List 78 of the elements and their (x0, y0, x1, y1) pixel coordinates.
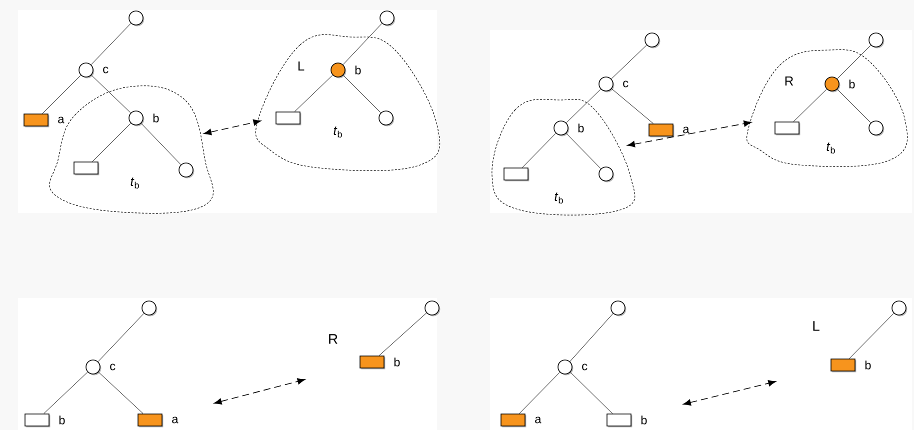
box-node (24, 114, 50, 128)
connector-line (44, 372, 88, 414)
connector-line (570, 313, 614, 362)
node-label: b (578, 124, 584, 132)
node-label: c (623, 80, 628, 88)
connector-line (611, 88, 654, 124)
node-label: b (355, 66, 361, 74)
connector-line (342, 23, 382, 65)
box-node (74, 162, 100, 176)
connector-line (519, 372, 560, 414)
side-label: L (813, 321, 820, 331)
connector-line (378, 312, 427, 356)
connector-line (836, 44, 872, 79)
node-label: b (849, 80, 855, 88)
box-node (504, 168, 530, 182)
circle-node (554, 120, 570, 136)
circle-node (868, 32, 884, 48)
double-arrow (683, 380, 776, 406)
circle-node (424, 300, 440, 316)
circle-node (380, 10, 396, 26)
node-label: a (535, 416, 542, 424)
circle-node (598, 76, 614, 92)
box-node (774, 122, 800, 136)
double-arrow (204, 119, 262, 136)
box-node (606, 414, 632, 428)
node-label: b (153, 114, 159, 122)
connector-line (294, 74, 333, 112)
box-node (830, 358, 856, 372)
circle-node (128, 10, 144, 26)
double-arrow (214, 378, 306, 405)
connector-line (570, 372, 613, 414)
box-node (138, 414, 164, 428)
node-label: b (394, 358, 400, 366)
connector-line (836, 88, 872, 123)
node-label: c (110, 364, 116, 370)
connector-line (98, 372, 144, 414)
connector-line (342, 74, 382, 113)
connector-line (92, 122, 132, 162)
connector-line (849, 313, 894, 359)
node-label: c (582, 364, 588, 370)
connector-line (91, 74, 131, 114)
box-node (500, 414, 526, 428)
box-node (24, 414, 50, 428)
circle-node (598, 166, 614, 182)
double-arrow (627, 120, 752, 148)
circle-node (644, 32, 660, 48)
circle-node (142, 300, 158, 316)
node-label: b (641, 416, 647, 424)
connector-line (566, 88, 601, 124)
connector-line (611, 44, 647, 80)
connector-line (522, 133, 556, 168)
circle-node (892, 300, 908, 316)
circle-node (78, 62, 94, 78)
node-label: c (103, 66, 108, 74)
connector-line (140, 123, 182, 165)
circle-node (86, 360, 102, 376)
circle-node (610, 300, 626, 316)
circle-node (330, 62, 346, 78)
circle-node (558, 360, 574, 376)
box-node (648, 124, 674, 138)
box-node (276, 112, 302, 126)
node-label: a (172, 416, 178, 424)
node-label: a (683, 126, 690, 134)
connector-line (566, 133, 602, 169)
side-label: R (329, 334, 338, 344)
connector-line (90, 23, 132, 65)
circle-node (178, 162, 194, 178)
box-node (360, 356, 386, 370)
circle-node (378, 110, 394, 126)
circle-node (824, 76, 840, 92)
circle-node (128, 110, 144, 126)
circle-node (868, 120, 884, 136)
node-label: a (58, 116, 64, 124)
node-label: b (865, 360, 871, 370)
connector-line (42, 74, 82, 114)
connector-line (98, 313, 144, 362)
connector-line (793, 88, 827, 122)
node-label: b (59, 416, 65, 424)
